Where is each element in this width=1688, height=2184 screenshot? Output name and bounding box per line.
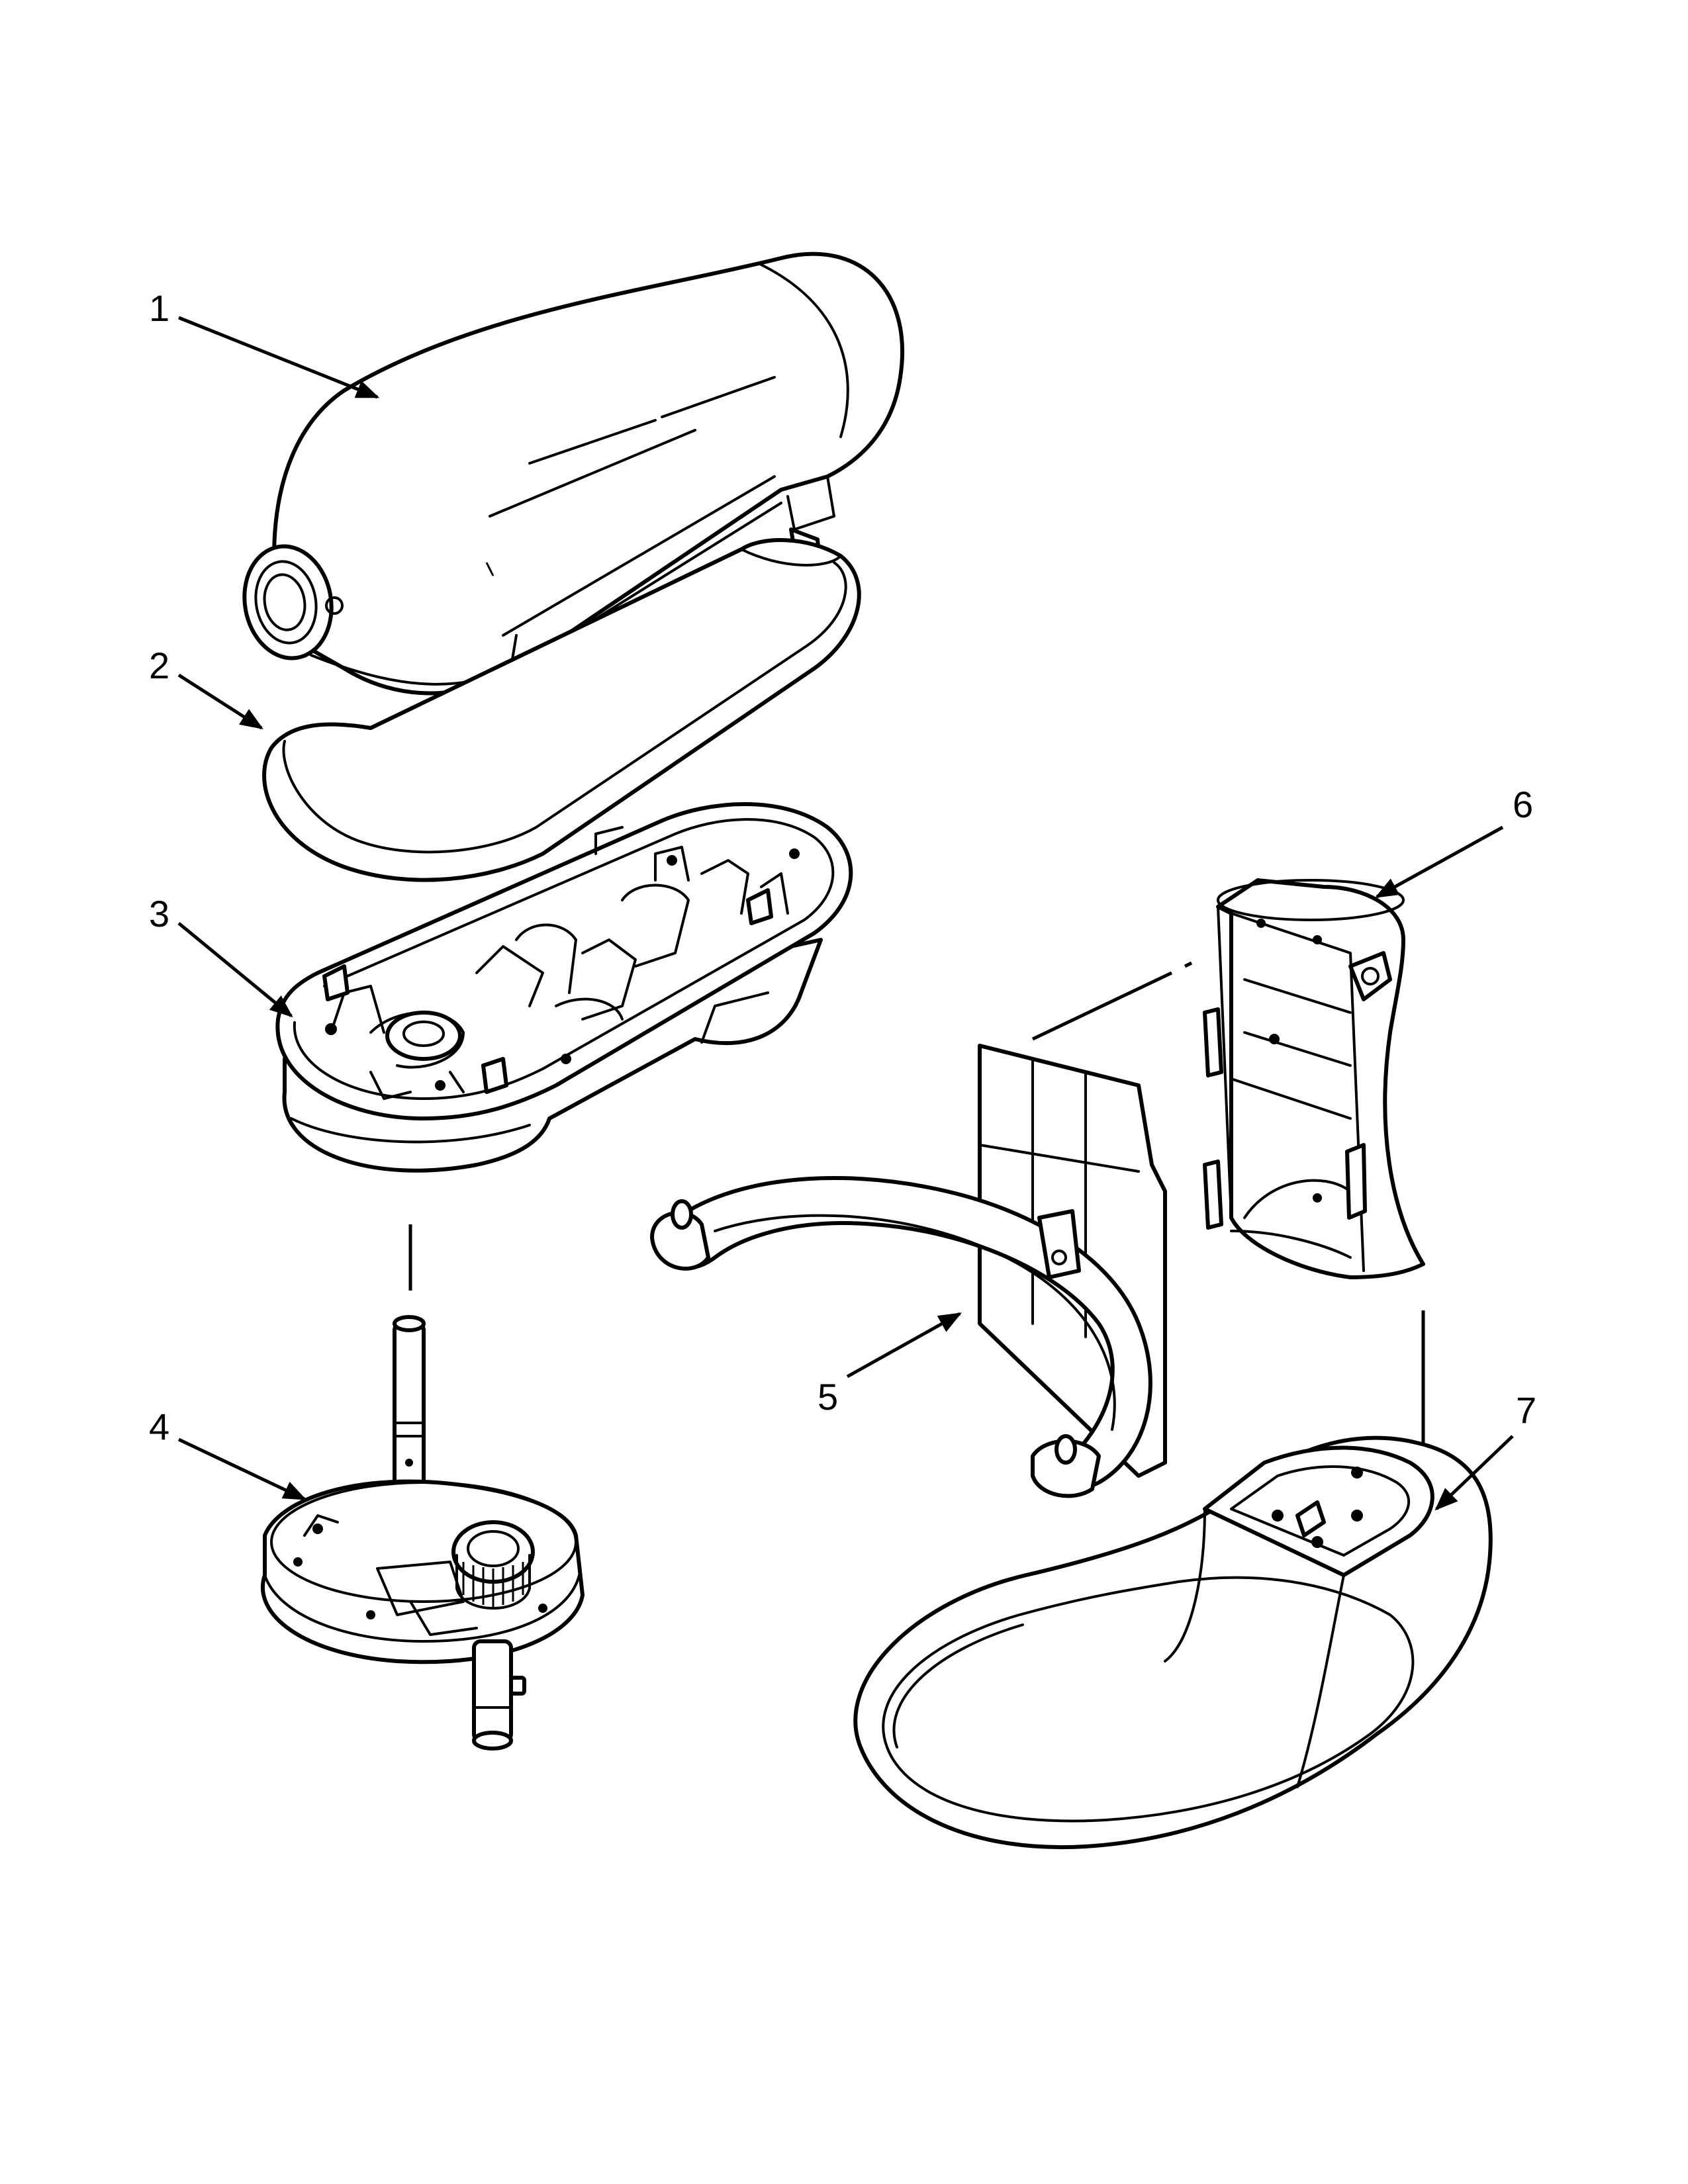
callout-6: 6 xyxy=(1513,784,1533,825)
callout-1: 1 xyxy=(149,287,169,329)
callout-3: 3 xyxy=(149,893,169,934)
callout-5: 5 xyxy=(818,1376,838,1418)
part-2-trim-band xyxy=(262,538,861,882)
part-4-planetary-assembly xyxy=(260,1224,585,1751)
callout-leaders xyxy=(177,316,1514,1511)
part-3-gear-housing xyxy=(275,802,853,1173)
part-5-bowl-clamp xyxy=(650,1044,1167,1498)
part-7-base xyxy=(853,1435,1493,1849)
part-6-column xyxy=(1031,878,1425,1482)
callout-7: 7 xyxy=(1516,1389,1536,1431)
callout-labels: 1 2 3 4 5 6 7 xyxy=(149,287,1536,1447)
callout-4: 4 xyxy=(149,1406,169,1447)
callout-2: 2 xyxy=(149,645,169,686)
